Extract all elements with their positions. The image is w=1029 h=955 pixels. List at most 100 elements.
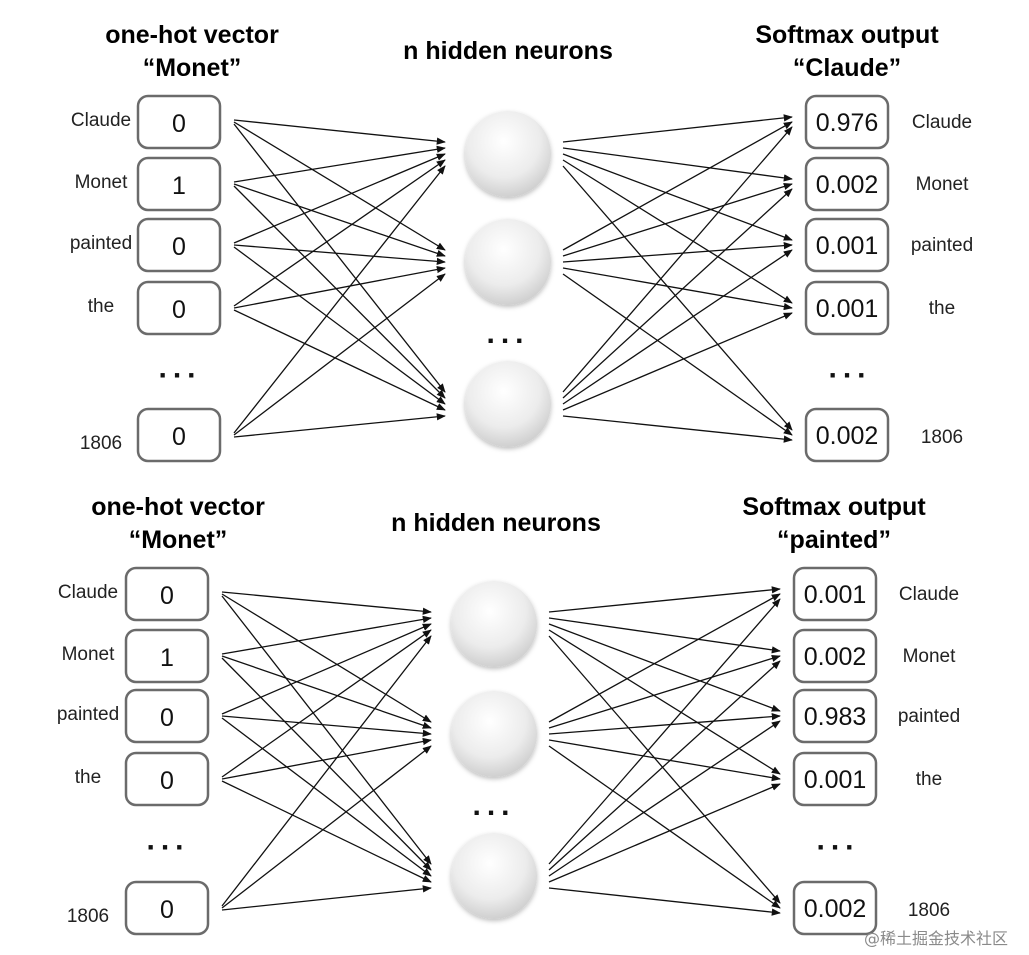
hidden-neuron bbox=[451, 581, 537, 667]
input-value: 0 bbox=[160, 704, 174, 732]
input-cell bbox=[124, 566, 210, 622]
input-hidden-edge bbox=[233, 309, 446, 411]
input-ellipsis: ... bbox=[146, 824, 189, 857]
input-hidden-edge bbox=[233, 165, 446, 434]
input-value: 0 bbox=[172, 423, 186, 451]
input-hidden-edge bbox=[233, 159, 446, 307]
hidden-output-edge bbox=[548, 593, 781, 723]
hidden-output-edge bbox=[562, 147, 793, 182]
hidden-output-edge bbox=[562, 241, 793, 263]
output-word-label: Monet bbox=[903, 646, 957, 667]
input-hidden-edge bbox=[221, 593, 432, 723]
input-word-label: painted bbox=[57, 704, 119, 725]
input-hidden-edge bbox=[233, 265, 446, 309]
input-word-label: the bbox=[75, 767, 101, 788]
output-cell bbox=[792, 688, 878, 744]
hidden-output-edge bbox=[548, 783, 781, 883]
output-word-label: the bbox=[929, 298, 955, 319]
input-hidden-edge bbox=[233, 123, 446, 393]
hidden-neuron bbox=[451, 833, 537, 919]
output-word-label: painted bbox=[911, 235, 973, 256]
input-title-line: one-hot vector bbox=[91, 493, 265, 521]
output-value: 0.001 bbox=[804, 766, 867, 794]
output-value: 0.002 bbox=[816, 422, 879, 450]
hidden-ellipsis: ... bbox=[486, 317, 529, 350]
input-value: 0 bbox=[172, 296, 186, 324]
hidden-output-edge bbox=[562, 267, 793, 311]
output-value: 0.983 bbox=[804, 703, 867, 731]
edges bbox=[221, 586, 781, 916]
hidden-neuron bbox=[465, 219, 551, 305]
output-value: 0.002 bbox=[816, 171, 879, 199]
hidden-output-edge bbox=[548, 660, 781, 871]
input-hidden-edge bbox=[221, 615, 432, 655]
output-value: 0.002 bbox=[804, 895, 867, 923]
output-cell bbox=[804, 94, 890, 150]
output-word-label: Claude bbox=[912, 112, 972, 133]
output-word-label: Monet bbox=[916, 174, 970, 195]
input-title-line: “Monet” bbox=[143, 54, 242, 82]
hidden-title: n hidden neurons bbox=[391, 509, 601, 537]
input-ellipsis: ... bbox=[158, 352, 201, 385]
input-hidden-edge bbox=[221, 737, 432, 780]
input-hidden-edge bbox=[221, 595, 432, 865]
hidden-ellipsis: ... bbox=[472, 789, 515, 822]
input-value: 0 bbox=[160, 582, 174, 610]
input-value: 1 bbox=[160, 644, 174, 672]
hidden-output-edge bbox=[548, 739, 781, 782]
hidden-output-edge bbox=[562, 153, 793, 241]
output-title-line: Softmax output bbox=[742, 493, 926, 521]
edges bbox=[233, 114, 793, 443]
output-word-label: the bbox=[916, 769, 942, 790]
hidden-output-edge bbox=[548, 887, 781, 916]
hidden-title: n hidden neurons bbox=[403, 37, 613, 65]
input-word-label: painted bbox=[70, 233, 132, 254]
output-word-label: Claude bbox=[899, 584, 959, 605]
hidden-output-edge bbox=[548, 598, 781, 865]
input-value: 0 bbox=[172, 110, 186, 138]
input-value: 0 bbox=[160, 896, 174, 924]
input-hidden-edge bbox=[233, 153, 446, 244]
input-hidden-edge bbox=[233, 185, 446, 399]
hidden-output-edge bbox=[548, 635, 781, 904]
output-cell bbox=[804, 156, 890, 212]
input-title-line: one-hot vector bbox=[105, 21, 279, 49]
output-title-line: “painted” bbox=[777, 526, 891, 554]
input-hidden-edge bbox=[221, 715, 432, 737]
output-ellipsis: ... bbox=[828, 352, 871, 385]
input-cell bbox=[136, 407, 222, 463]
panel-1: one-hot vector“Monet”n hidden neuronsSof… bbox=[70, 21, 973, 463]
input-hidden-edge bbox=[233, 183, 446, 257]
panel-2: one-hot vector “Monet” n hidden neurons Sof… bbox=[57, 493, 960, 936]
output-cell bbox=[804, 407, 890, 463]
input-value: 0 bbox=[172, 233, 186, 261]
input-hidden-edge bbox=[233, 244, 446, 265]
input-cell bbox=[136, 94, 222, 150]
hidden-output-edge bbox=[562, 121, 793, 251]
input-cell bbox=[136, 156, 222, 212]
input-hidden-edge bbox=[221, 745, 432, 909]
input-cell bbox=[124, 880, 210, 936]
output-cell bbox=[804, 217, 890, 273]
input-value: 1 bbox=[172, 172, 186, 200]
input-hidden-edge bbox=[221, 717, 432, 877]
input-title-line: “Monet” bbox=[129, 526, 228, 554]
output-word-label: painted bbox=[898, 706, 960, 727]
input-hidden-edge bbox=[233, 246, 446, 405]
input-word-label: the bbox=[88, 296, 114, 317]
watermark: @稀土掘金技术社区 bbox=[864, 929, 1008, 948]
output-value: 0.001 bbox=[816, 295, 879, 323]
output-value: 0.001 bbox=[804, 581, 867, 609]
hidden-output-edge bbox=[548, 629, 781, 775]
hidden-neuron bbox=[451, 691, 537, 777]
output-word-label: 1806 bbox=[908, 900, 950, 921]
input-cell bbox=[124, 688, 210, 744]
input-word-label: Claude bbox=[58, 582, 118, 603]
hidden-output-edge bbox=[562, 114, 793, 143]
hidden-output-edge bbox=[562, 188, 793, 399]
hidden-output-edge bbox=[562, 182, 793, 257]
input-word-label: Monet bbox=[75, 172, 129, 193]
input-cell bbox=[124, 628, 210, 684]
input-hidden-edge bbox=[221, 657, 432, 871]
